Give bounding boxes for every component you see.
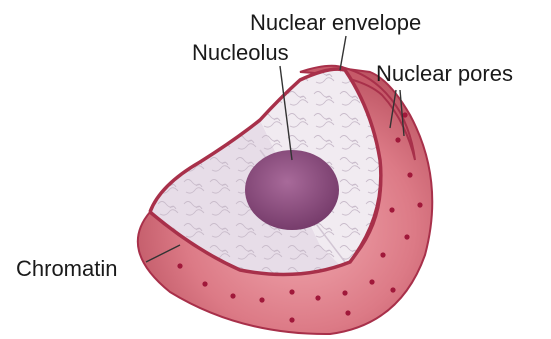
nucleolus-label: Nucleolus — [192, 42, 289, 64]
nuclear-pores-label: Nuclear pores — [376, 63, 513, 85]
nuclear-envelope-label: Nuclear envelope — [250, 12, 421, 34]
leader-nuclear-envelope — [340, 36, 346, 70]
nucleolus — [245, 150, 339, 230]
chromatin-label: Chromatin — [16, 258, 117, 280]
